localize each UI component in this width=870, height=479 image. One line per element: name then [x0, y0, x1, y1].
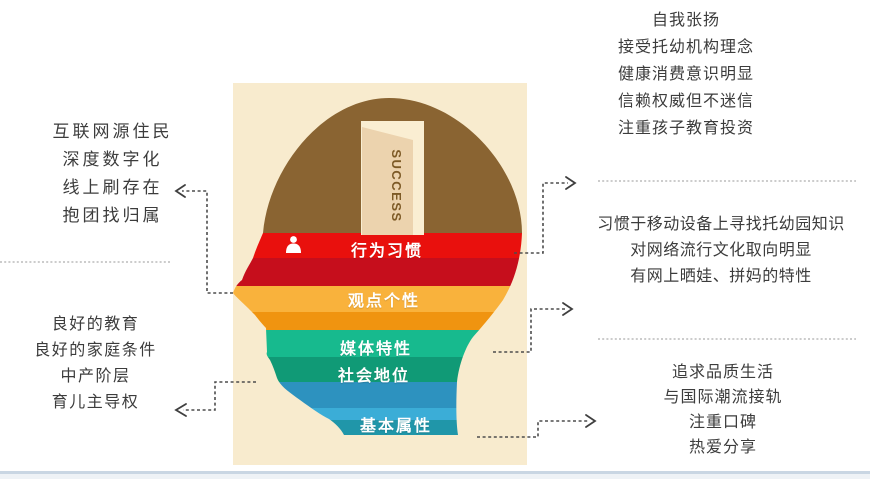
- connector-middle-right: [493, 308, 565, 353]
- arrowhead-right-top-icon: [565, 176, 577, 190]
- person-icon: [286, 236, 301, 253]
- band-viewpoint: [233, 286, 522, 312]
- arrowhead-left-bottom-icon: [174, 403, 187, 417]
- slide-bottom-edge: [0, 471, 870, 474]
- success-door: SUCCESS: [361, 121, 424, 235]
- annotation-line: 互联网源住民: [52, 122, 173, 141]
- annotation-line: 育儿主导权: [51, 394, 140, 411]
- slide-bottom-margin: [0, 474, 870, 479]
- success-door-label: SUCCESS: [389, 149, 404, 222]
- annotation-line: 热爱分享: [688, 439, 757, 456]
- annotation-line: 深度数字化: [62, 150, 163, 169]
- annotation-line: 习惯于移动设备上寻找托幼园知识: [597, 216, 845, 233]
- annotation-line: 良好的教育: [51, 316, 140, 333]
- band-label-behavior: 行为习惯: [350, 243, 423, 260]
- band-label-media: 媒体特性: [339, 341, 412, 358]
- annotation-line: 良好的家庭条件: [34, 342, 157, 359]
- annotation-bottom-right: 追求品质生活 与国际潮流接轨 注重口碑 热爱分享: [633, 360, 813, 460]
- annotation-bottom-left: 良好的教育 良好的家庭条件 中产阶层 育儿主导权: [8, 312, 183, 416]
- band-behavior-shade: [233, 258, 522, 286]
- arrowhead-left-top-icon: [174, 184, 186, 198]
- annotation-top-left: 互联网源住民 深度数字化 线上刷存在 抱团找归属: [15, 118, 210, 230]
- annotation-line: 中产阶层: [60, 368, 131, 385]
- connector-bottom-left: [183, 381, 256, 411]
- annotation-line: 有网上晒娃、拼妈的特性: [630, 268, 812, 285]
- band-behavior: [233, 233, 522, 258]
- annotation-line: 对网络流行文化取向明显: [630, 242, 812, 259]
- annotation-line: 抱团找归属: [62, 206, 163, 225]
- connector-bottom-right: [477, 420, 588, 438]
- annotation-line: 健康消费意识明显: [617, 66, 754, 83]
- annotation-line: 线上刷存在: [62, 178, 163, 197]
- annotation-line: 注重口碑: [688, 414, 757, 431]
- band-viewpoint-shade: [233, 312, 522, 330]
- arrowhead-right-middle-icon: [562, 302, 574, 316]
- annotation-line: 与国际潮流接轨: [663, 389, 783, 406]
- connector-top-right: [514, 182, 568, 254]
- arrowhead-right-bottom-icon: [585, 414, 597, 428]
- band-label-viewpoint: 观点个性: [347, 293, 420, 310]
- band-label-basic: 基本属性: [359, 418, 432, 435]
- annotation-top-right: 自我张扬 接受托幼机构理念 健康消费意识明显 信赖权威但不迷信 注重孩子教育投资: [591, 7, 781, 142]
- head-profile-graphic: SUCCESS: [233, 98, 522, 435]
- annotation-line: 注重孩子教育投资: [617, 120, 754, 137]
- connector-top-left: [182, 190, 233, 294]
- annotation-line: 追求品质生活: [671, 364, 774, 381]
- band-label-social: 社会地位: [337, 368, 410, 385]
- annotation-line: 接受托幼机构理念: [617, 39, 754, 56]
- annotation-line: 信赖权威但不迷信: [617, 93, 754, 110]
- annotation-line: 自我张扬: [651, 12, 720, 29]
- annotation-middle-right: 习惯于移动设备上寻找托幼园知识 对网络流行文化取向明显 有网上晒娃、拼妈的特性: [588, 212, 854, 290]
